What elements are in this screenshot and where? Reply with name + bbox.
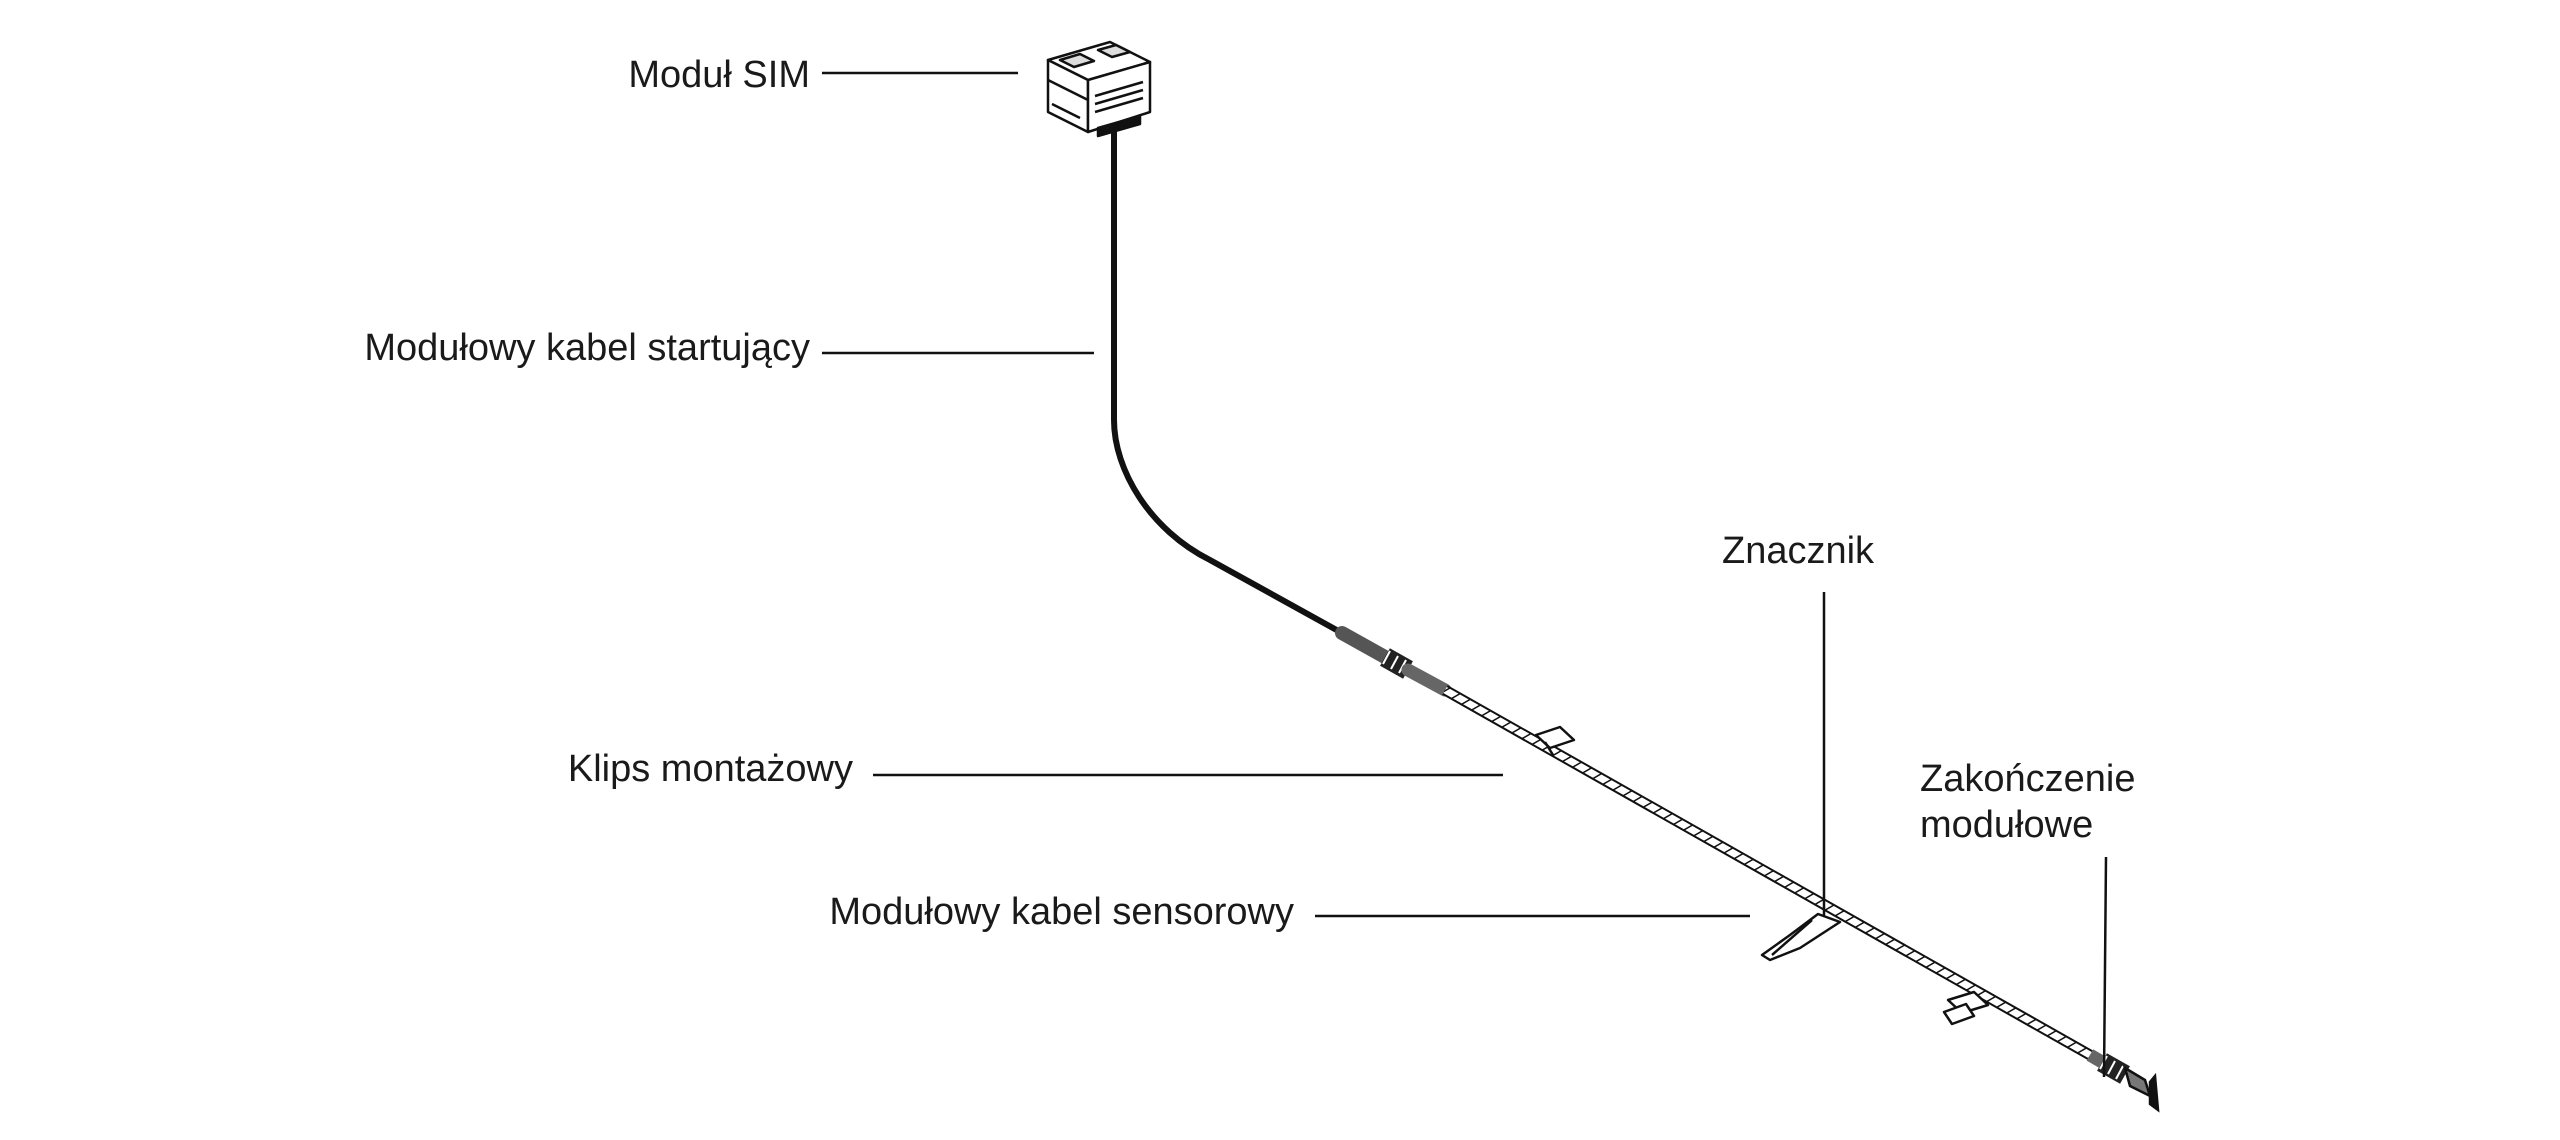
sim-module-device — [1046, 40, 1152, 138]
start-cable — [1111, 127, 1345, 636]
mounting-clip-1 — [1534, 725, 1576, 756]
label-sim-module: Moduł SIM — [628, 54, 810, 96]
label-mounting-clip: Klips montażowy — [568, 748, 853, 790]
label-sensor-cable: Modułowy kabel sensorowy — [829, 891, 1294, 933]
end-termination-device — [2086, 1049, 2160, 1113]
label-start-cable: Modułowy kabel startujący — [364, 327, 810, 369]
label-marker: Znacznik — [1722, 530, 1875, 572]
label-end-termination-line1: Zakończenie — [1920, 758, 2135, 800]
sensor-cable — [1442, 685, 2093, 1060]
leader-end-termination — [2102, 856, 2108, 1078]
cable-connector-start — [1335, 626, 1452, 697]
marker-stake — [1760, 912, 1842, 962]
mounting-clip-2 — [1942, 990, 1990, 1026]
label-end-termination-line2: modułowe — [1920, 804, 2093, 846]
